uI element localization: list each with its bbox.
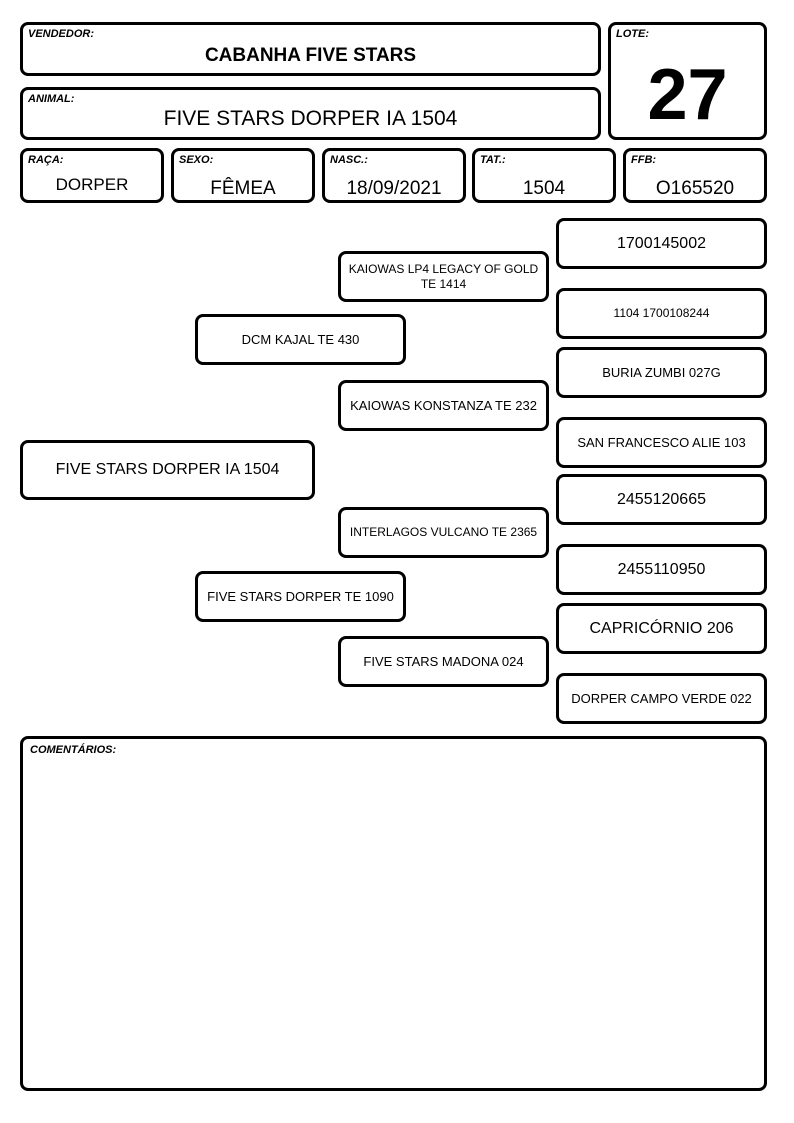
nasc-label: NASC.: (330, 154, 368, 166)
pedigree-animal: FIVE STARS DORPER IA 1504 (20, 440, 315, 500)
lote-label: LOTE: (616, 28, 649, 40)
pedigree-g3-item: SAN FRANCESCO ALIE 103 (556, 417, 767, 468)
sexo-label: SEXO: (179, 154, 214, 166)
animal-label: ANIMAL: (28, 93, 75, 105)
animal-box: ANIMAL: FIVE STARS DORPER IA 1504 (20, 87, 601, 140)
comments-box: COMENTÁRIOS: (20, 736, 767, 1091)
comments-label: COMENTÁRIOS: (30, 744, 117, 756)
pedigree-sire-dam: KAIOWAS KONSTANZA TE 232 (338, 380, 549, 431)
pedigree-sire-sire: KAIOWAS LP4 LEGACY OF GOLD TE 1414 (338, 251, 549, 302)
nasc-value: 18/09/2021 (346, 178, 442, 199)
ffb-box: FFB: O165520 (623, 148, 767, 203)
raca-label: RAÇA: (28, 154, 64, 166)
tat-value: 1504 (522, 178, 566, 199)
ffb-value: O165520 (655, 178, 735, 199)
pedigree-dam-sire: INTERLAGOS VULCANO TE 2365 (338, 507, 549, 558)
ffb-label: FFB: (631, 154, 657, 166)
sexo-box: SEXO: FÊMEA (171, 148, 315, 203)
pedigree-g3-item: 2455120665 (556, 474, 767, 525)
pedigree-dam-dam: FIVE STARS MADONA 024 (338, 636, 549, 687)
raca-value: DORPER (55, 175, 129, 194)
sexo-value: FÊMEA (210, 178, 276, 199)
tat-box: TAT.: 1504 (472, 148, 616, 203)
pedigree-g3-item: 1700145002 (556, 218, 767, 269)
vendedor-label: VENDEDOR: (28, 28, 95, 40)
pedigree-g3-item: BURIA ZUMBI 027G (556, 347, 767, 398)
tat-label: TAT.: (480, 154, 506, 166)
pedigree-g3-item: CAPRICÓRNIO 206 (556, 603, 767, 654)
pedigree-sire: DCM KAJAL TE 430 (195, 314, 406, 365)
pedigree-dam: FIVE STARS DORPER TE 1090 (195, 571, 406, 622)
pedigree-g3-item: DORPER CAMPO VERDE 022 (556, 673, 767, 724)
vendedor-box: VENDEDOR: CABANHA FIVE STARS (20, 22, 601, 76)
vendedor-value: CABANHA FIVE STARS (204, 45, 417, 66)
nasc-box: NASC.: 18/09/2021 (322, 148, 466, 203)
raca-box: RAÇA: DORPER (20, 148, 164, 203)
pedigree-g3-item: 1104 1700108244 (556, 288, 767, 339)
animal-value: FIVE STARS DORPER IA 1504 (163, 107, 458, 130)
pedigree-g3-item: 2455110950 (556, 544, 767, 595)
lote-box: LOTE: 27 (608, 22, 767, 140)
lote-value: 27 (647, 55, 728, 135)
